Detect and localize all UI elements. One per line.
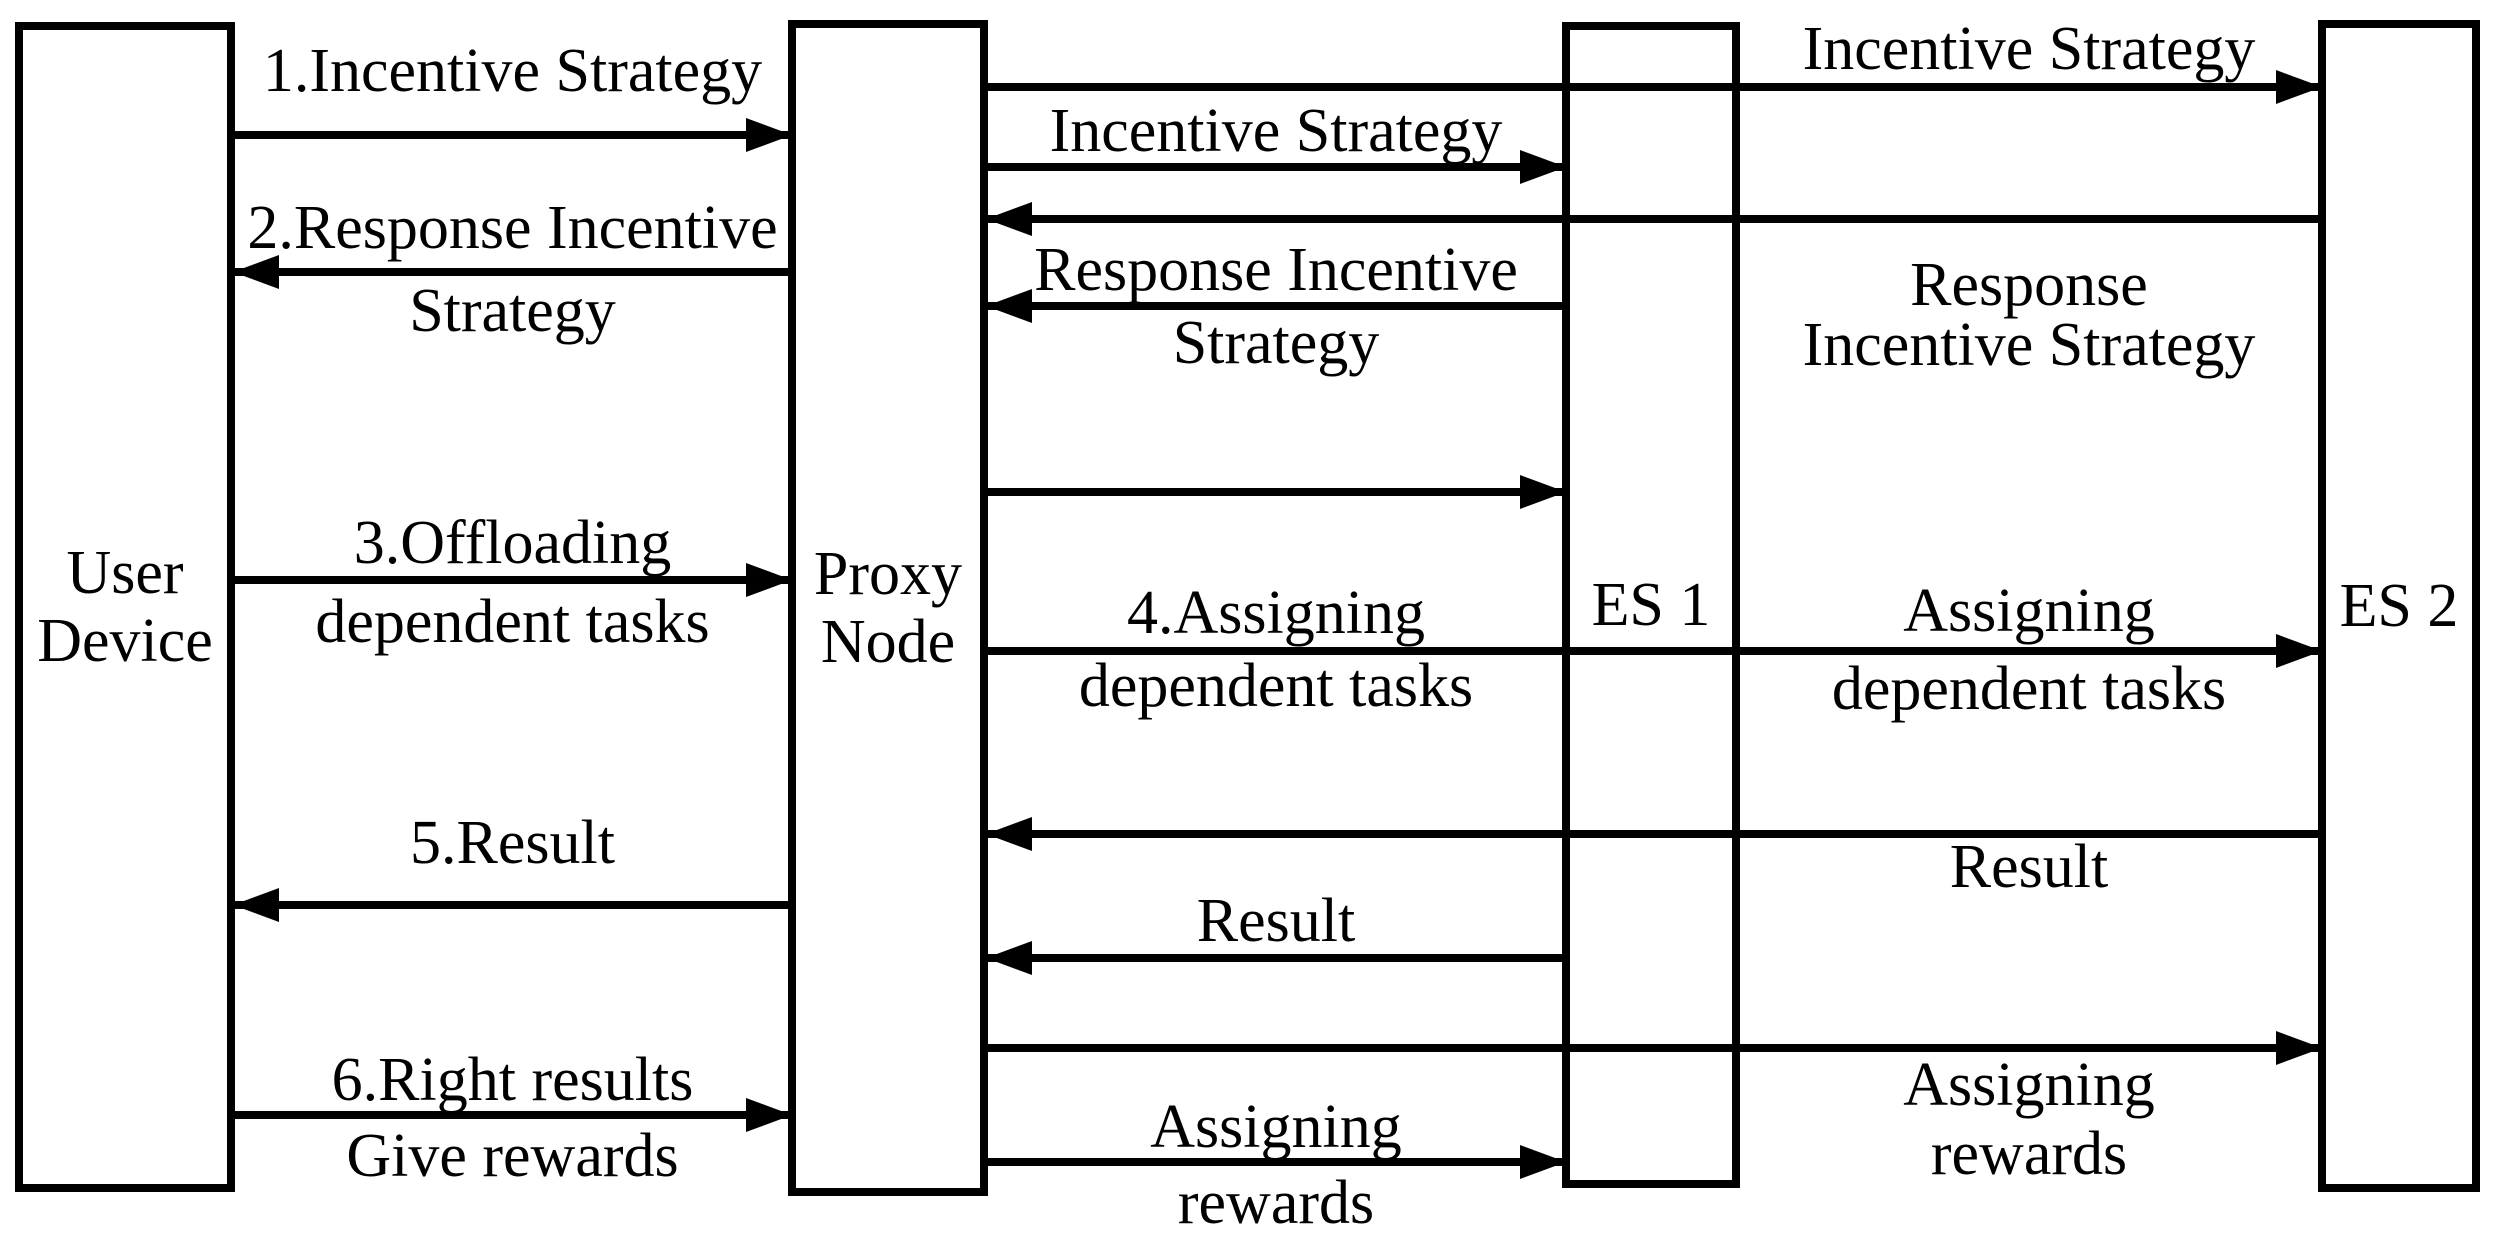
- message-label-es2-rewards-line1: Assigning: [1903, 1051, 2155, 1119]
- arrow-proxy-to-user-result: [233, 888, 790, 922]
- arrow-line: [235, 901, 790, 909]
- actor-label-es2: ES 2: [2339, 572, 2459, 640]
- arrowhead-right-icon: [1520, 475, 1566, 509]
- actor-label-line: User: [66, 539, 184, 607]
- message-label-user-rewards-line1: 6.Right results: [331, 1046, 694, 1114]
- actor-label-line: Proxy: [813, 540, 963, 608]
- arrowhead-right-icon: [1520, 150, 1566, 184]
- message-label-es1-response-line2: Strategy: [1172, 309, 1380, 377]
- arrow-line: [235, 268, 790, 276]
- arrowhead-right-icon: [2276, 70, 2322, 104]
- arrow-user-to-proxy-rewards: [235, 1098, 792, 1132]
- message-label-proxy-es2-incentive: Incentive Strategy: [1802, 15, 2256, 83]
- arrow-line: [235, 131, 790, 139]
- message-label-proxy-rewards-line2: rewards: [1177, 1169, 1375, 1236]
- arrowhead-right-icon: [746, 563, 792, 597]
- actor-box-es2: ES 2: [2318, 20, 2480, 1192]
- message-label-user-rewards-line2: Give rewards: [346, 1122, 679, 1190]
- arrow-proxy-to-es1-assigning-rewards: [988, 1145, 1566, 1179]
- message-label-user-result: 5.Result: [410, 809, 615, 877]
- arrow-user-to-proxy-incentive-strategy: [235, 118, 792, 152]
- message-label-es2-assigning-line1: Assigning: [1903, 577, 2155, 645]
- arrow-proxy-to-es2-assigning-rewards: [988, 1031, 2322, 1065]
- arrow-line: [988, 302, 1564, 310]
- message-label-es2-rewards-line2: rewards: [1930, 1120, 2128, 1188]
- arrow-proxy-to-user-response: [233, 255, 790, 289]
- message-label-proxy-es1-incentive: Incentive Strategy: [1049, 97, 1503, 165]
- arrow-proxy-to-es2-assigning-tasks: [988, 634, 2322, 668]
- message-label-es2-response-line2: Incentive Strategy: [1802, 311, 2256, 379]
- message-label-es2-result: Result: [1949, 833, 2109, 901]
- arrow-proxy-to-es1-assigning-tasks: [988, 475, 1566, 509]
- arrow-line: [988, 1044, 2320, 1052]
- arrow-line: [988, 488, 1564, 496]
- message-label-user-incentive: 1.Incentive Strategy: [262, 37, 763, 105]
- arrow-line: [988, 647, 2320, 655]
- message-label-user-offloading-line2: dependent tasks: [315, 588, 710, 656]
- arrow-line: [988, 954, 1564, 962]
- arrow-line: [988, 163, 1564, 171]
- message-label-es2-assigning-line2: dependent tasks: [1831, 655, 2227, 723]
- arrow-line: [235, 1111, 790, 1119]
- arrowhead-left-icon: [233, 255, 279, 289]
- arrowhead-right-icon: [746, 118, 792, 152]
- message-label-es2-response-line1: Response: [1910, 251, 2148, 319]
- message-label-es1-result: Result: [1196, 887, 1356, 955]
- arrowhead-left-icon: [233, 888, 279, 922]
- actor-label-line: Device: [37, 607, 213, 675]
- arrowhead-left-icon: [986, 817, 1032, 851]
- arrowhead-right-icon: [2276, 1031, 2322, 1065]
- actor-label-user-device: User Device: [37, 539, 213, 675]
- actor-box-es1: ES 1: [1562, 22, 1740, 1188]
- arrow-line: [988, 830, 2320, 838]
- arrowhead-left-icon: [986, 202, 1032, 236]
- actor-label-line: Node: [820, 608, 956, 676]
- arrow-line: [988, 1158, 1564, 1166]
- arrow-es1-to-proxy-response: [986, 289, 1564, 323]
- message-label-user-response-line2: Strategy: [409, 277, 616, 345]
- message-label-proxy-rewards-line1: Assigning: [1150, 1093, 1402, 1161]
- actor-label-es1: ES 1: [1591, 571, 1711, 639]
- message-label-es1-response-line1: Response Incentive: [1034, 236, 1518, 304]
- arrow-es1-to-proxy-result: [986, 941, 1564, 975]
- actor-box-proxy-node: Proxy Node: [788, 20, 988, 1196]
- arrowhead-right-icon: [2276, 634, 2322, 668]
- actor-box-user-device: User Device: [15, 22, 235, 1192]
- message-label-proxy-assigning-line1: 4.Assigning: [1127, 579, 1425, 647]
- arrowhead-right-icon: [1520, 1145, 1566, 1179]
- arrow-line: [988, 83, 2320, 91]
- arrow-proxy-to-es2-incentive-strategy: [988, 70, 2322, 104]
- message-label-user-offloading-line1: 3.Offloading: [353, 509, 672, 577]
- arrow-user-to-proxy-offloading: [235, 563, 792, 597]
- arrowhead-left-icon: [986, 289, 1032, 323]
- actor-label-proxy-node: Proxy Node: [814, 540, 962, 676]
- arrow-proxy-to-es1-incentive-strategy: [988, 150, 1566, 184]
- arrowhead-right-icon: [746, 1098, 792, 1132]
- arrow-line: [988, 215, 2320, 223]
- arrowhead-left-icon: [986, 941, 1032, 975]
- message-label-user-response-line1: 2.Response Incentive: [247, 194, 778, 262]
- message-label-proxy-assigning-line2: dependent tasks: [1078, 652, 1474, 720]
- arrow-es2-to-proxy-result: [986, 817, 2320, 851]
- arrow-line: [235, 576, 790, 584]
- arrow-es2-to-proxy-response: [986, 202, 2320, 236]
